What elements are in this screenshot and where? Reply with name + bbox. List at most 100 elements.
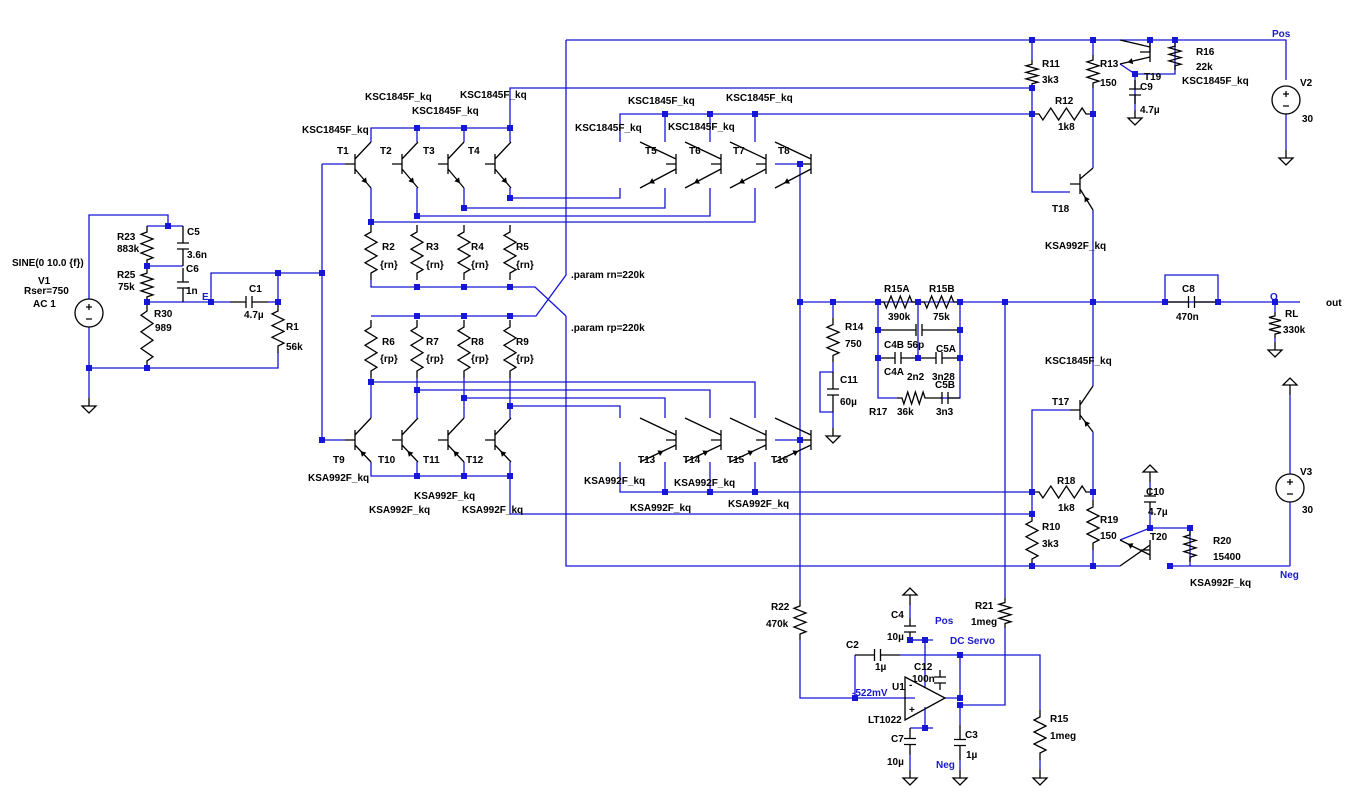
ground-symbol — [1126, 110, 1144, 126]
capacitor-c10-name: C10 — [1146, 487, 1165, 498]
junction — [1187, 525, 1193, 531]
wire — [1135, 40, 1176, 75]
resistor-r14-value: 750 — [845, 339, 862, 350]
transistor-t14 — [684, 417, 722, 463]
junction — [797, 161, 803, 167]
resistor-r7 — [409, 320, 425, 378]
v2-source-polarity — [1283, 91, 1289, 107]
t19-model: KSC1845F_kq — [1182, 76, 1249, 87]
capacitor-c3 — [954, 725, 966, 760]
resistor-r6-value: {rp} — [380, 354, 398, 365]
resistor-r21 — [996, 598, 1014, 628]
t14-label: T14 — [683, 455, 701, 466]
capacitor-c1 — [230, 296, 268, 308]
wire — [945, 655, 961, 699]
capacitor-c5-value: 3.6n — [187, 250, 207, 261]
t5-label: T5 — [645, 146, 657, 157]
t4-label: T4 — [468, 146, 480, 157]
opamp-u1-name: U1 — [892, 682, 905, 693]
resistor-r15b-value: 75k — [933, 312, 950, 323]
t17-label: T17 — [1052, 397, 1070, 408]
capacitor-c4a — [878, 352, 918, 364]
junction — [1172, 37, 1178, 43]
resistor-r22-value: 470k — [766, 619, 789, 630]
transistor-t20 — [1119, 539, 1151, 567]
resistor-r30-value: 989 — [155, 323, 172, 334]
transistor-t15 — [729, 417, 767, 463]
wire — [417, 389, 711, 418]
net-o-label: O — [1270, 292, 1278, 303]
junction — [797, 437, 803, 443]
opamp-u1 — [904, 675, 947, 722]
junction — [144, 299, 150, 305]
param-rn: .param rn=220k — [571, 270, 645, 281]
wire — [960, 628, 1006, 706]
junction — [1090, 299, 1096, 305]
wire — [799, 640, 915, 699]
v1-rser: Rser=750 — [24, 286, 69, 297]
capacitor-c5b-value: 3n3 — [936, 407, 954, 418]
junction — [707, 111, 713, 117]
resistor-r13 — [1084, 55, 1102, 88]
transistor-t16-arrow — [792, 450, 799, 456]
t20-model: KSA992F_kq — [1190, 578, 1251, 589]
transistor-t2-arrow — [408, 177, 414, 184]
junction — [957, 327, 963, 333]
junction — [957, 299, 963, 305]
capacitor-c7 — [904, 728, 916, 755]
v2-value: 30 — [1302, 114, 1314, 125]
wire — [416, 188, 711, 217]
resistor-r21-name: R21 — [975, 601, 994, 612]
resistor-r13-value: 150 — [1100, 78, 1117, 89]
upper-npn-model-4: KSC1845F_kq — [460, 90, 527, 101]
transistor-t17 — [1070, 385, 1094, 433]
resistor-r8 — [456, 320, 472, 378]
resistor-r22 — [792, 600, 808, 640]
resistor-rl-value: 330k — [1283, 325, 1306, 336]
junction — [957, 695, 963, 701]
resistor-r15a — [878, 294, 918, 310]
junction — [875, 299, 881, 305]
junction — [165, 223, 171, 229]
ground-symbol — [1031, 770, 1049, 786]
resistor-r25 — [138, 268, 156, 302]
junction — [414, 473, 420, 479]
resistor-r12 — [1032, 106, 1093, 122]
resistor-r5-value: {rn} — [516, 260, 534, 271]
transistor-t4 — [485, 141, 512, 189]
wire — [509, 462, 1032, 515]
resistor-r15 — [1032, 710, 1048, 760]
capacitor-c6-value: 1n — [186, 286, 198, 297]
resistor-r20 — [1181, 530, 1199, 562]
junction — [752, 489, 758, 495]
resistor-r7-name: R7 — [426, 337, 439, 348]
wire — [370, 280, 510, 288]
resistor-r25-name: R25 — [117, 270, 136, 281]
junction — [414, 387, 420, 393]
resistor-r16-value: 22k — [1196, 62, 1213, 73]
wire — [210, 272, 279, 302]
junction — [1029, 111, 1035, 117]
supply-arrow-symbol — [901, 587, 919, 605]
resistor-r15a-name: R15A — [884, 284, 910, 295]
transistor-t19 — [1119, 39, 1151, 65]
capacitor-c6 — [177, 268, 189, 302]
junction — [461, 284, 467, 290]
resistor-r11-value: 3k3 — [1042, 75, 1059, 86]
junction — [414, 313, 420, 319]
capacitor-c1-value: 4.7µ — [244, 310, 264, 321]
t11-label: T11 — [423, 455, 440, 466]
wire — [877, 302, 897, 399]
t3-label: T3 — [423, 146, 435, 157]
junction — [144, 365, 150, 371]
resistor-r10-name: R10 — [1042, 522, 1061, 533]
capacitor-c5a-name: C5A — [936, 344, 956, 355]
param-rp: .param rp=220k — [571, 323, 645, 334]
capacitor-c11 — [827, 372, 839, 412]
resistor-r17-name: R17 — [869, 407, 888, 418]
servo-pos-label: Pos — [935, 616, 954, 627]
transistor-t18 — [1070, 167, 1094, 211]
transistor-t11 — [438, 417, 465, 463]
resistor-r14-name: R14 — [845, 322, 864, 333]
capacitor-c10 — [1144, 488, 1156, 510]
